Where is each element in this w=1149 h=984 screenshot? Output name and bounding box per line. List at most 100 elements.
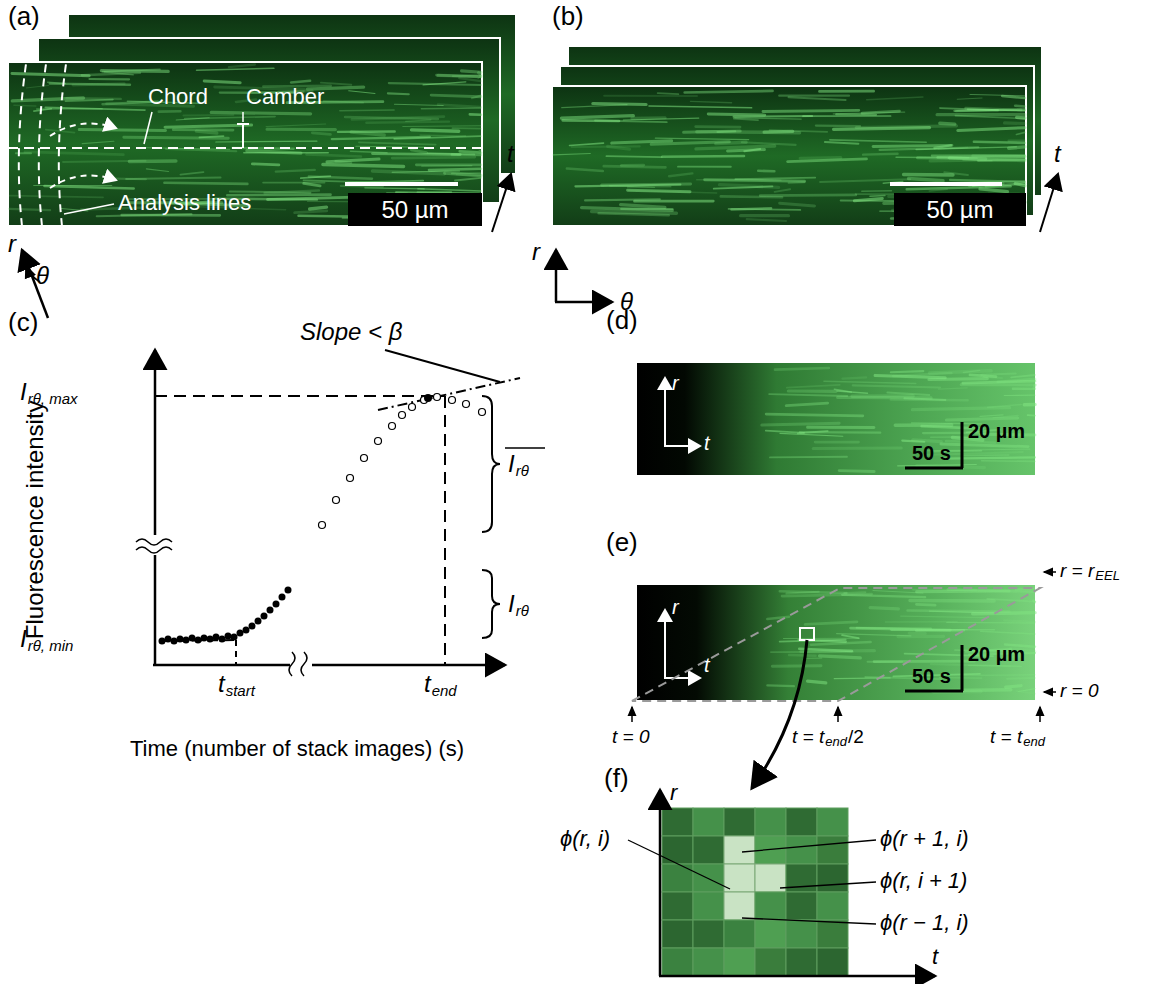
streak (837, 634, 911, 636)
streak (763, 110, 859, 111)
streak (941, 444, 1028, 447)
streak (229, 65, 255, 68)
streak (610, 186, 655, 187)
data-point (273, 601, 280, 608)
streak (321, 83, 351, 85)
streak (417, 191, 451, 193)
data-point (243, 627, 250, 634)
streak (816, 124, 860, 127)
pixel-cell (662, 892, 693, 920)
streak (606, 155, 661, 158)
panel-letter: (f) (604, 764, 629, 794)
streak (452, 127, 481, 129)
streak (909, 631, 925, 635)
pixel-cell (724, 948, 755, 976)
streak (165, 125, 252, 127)
streak (621, 205, 665, 208)
streak (323, 164, 404, 166)
streak (470, 113, 481, 116)
data-point (347, 475, 354, 482)
pixel-cell (755, 920, 786, 948)
data-point (207, 636, 214, 643)
streak (310, 207, 327, 209)
streak (741, 214, 789, 217)
streak (306, 154, 361, 156)
streak (714, 186, 773, 188)
data-point (333, 497, 340, 504)
streak (422, 165, 472, 167)
annotation: Chord (148, 84, 208, 109)
streak (909, 179, 944, 181)
streak (197, 68, 274, 70)
axis-label: θ (36, 262, 49, 290)
streak (944, 457, 1035, 458)
streak (453, 74, 481, 77)
boundary-label: r = r (1060, 560, 1094, 582)
streak (760, 193, 855, 197)
streak (916, 147, 1016, 150)
data-point (201, 635, 208, 642)
axis-label: t (704, 432, 710, 455)
streak (902, 441, 924, 442)
streak (352, 117, 444, 120)
streak (932, 154, 1025, 156)
axis-label: r (672, 372, 679, 395)
streak (338, 130, 395, 133)
scale-label: 50 s (912, 665, 951, 688)
streak (146, 169, 168, 172)
streak (105, 177, 146, 180)
subscript: end (825, 735, 847, 750)
streak (907, 186, 1011, 189)
streak (265, 190, 319, 193)
streak (608, 146, 630, 149)
streak (561, 116, 633, 118)
streak (1024, 403, 1035, 407)
data-point (319, 522, 326, 529)
streak (1009, 139, 1025, 142)
pixel-cell (662, 920, 693, 948)
streak (420, 135, 466, 137)
streak (460, 151, 481, 152)
streak (12, 98, 83, 101)
streak (373, 171, 445, 174)
streak (758, 169, 774, 172)
streak (780, 591, 847, 593)
pixel-grid (662, 808, 848, 976)
streak (787, 385, 840, 388)
axis-title: Fluorescence intensity (20, 401, 48, 640)
data-point (177, 636, 184, 643)
streak (173, 128, 233, 131)
streak (183, 114, 233, 117)
pixel-cell (786, 808, 817, 836)
streak (973, 613, 1035, 614)
streak (830, 140, 926, 142)
data-point (375, 438, 382, 445)
streak (867, 97, 923, 100)
pixel-cell (693, 948, 724, 976)
streak (604, 166, 666, 167)
streak (805, 622, 857, 625)
streak (327, 159, 379, 162)
scale-label: 50 s (912, 442, 951, 465)
streak (786, 592, 818, 594)
pixel-cell (693, 920, 724, 948)
streak (431, 95, 481, 97)
streak (873, 591, 923, 594)
streak (1015, 184, 1025, 186)
streak (553, 154, 590, 155)
axis-label: t (1054, 140, 1061, 168)
streak (767, 684, 793, 687)
streak (800, 431, 881, 434)
streak (455, 178, 481, 181)
streak (857, 627, 931, 630)
streak (891, 398, 968, 401)
streak (196, 131, 217, 133)
streak (436, 75, 481, 77)
data-point (189, 635, 196, 642)
pixel-cell (817, 836, 848, 864)
streak (735, 118, 801, 119)
pixel-cell (662, 836, 693, 864)
streak (649, 106, 752, 108)
data-point (255, 618, 262, 625)
streak (968, 665, 1021, 667)
